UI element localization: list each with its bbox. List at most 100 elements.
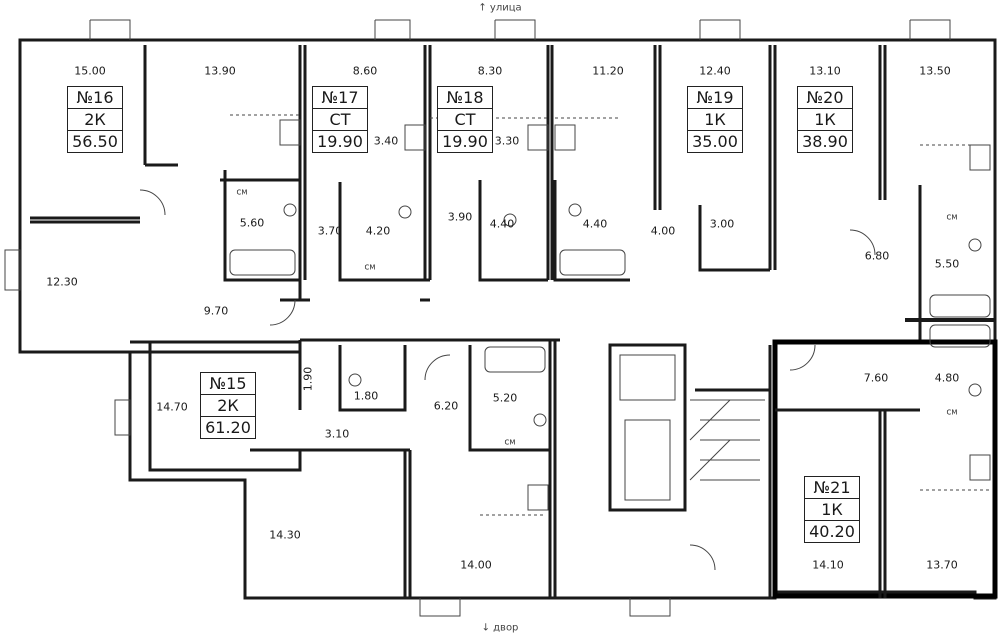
apartment-area: 56.50 [72, 132, 118, 151]
stove [969, 454, 991, 481]
room-area-label: 12.30 [46, 275, 78, 289]
apartment-area: 35.00 [692, 132, 738, 151]
walls [18, 38, 998, 600]
room-area-label: 3.90 [447, 210, 473, 224]
room-area-label: 11.20 [592, 64, 624, 78]
room-area-label: 3.00 [709, 217, 735, 231]
washing-machine-label: СМ [236, 188, 248, 197]
room-area-label: 3.40 [373, 134, 399, 148]
room-area-label: 6.20 [433, 399, 459, 413]
stove [527, 484, 549, 511]
door-swings [139, 189, 876, 571]
room-area-label: 14.10 [812, 558, 844, 572]
room-area-label: 5.50 [934, 257, 960, 271]
street-direction-label: ↑ улица [478, 2, 522, 14]
yard-direction-label: ↓ двор [481, 622, 519, 634]
apartment-area: 19.90 [442, 132, 488, 151]
apartment-type: 1К [805, 499, 859, 521]
lower-room-walls [250, 448, 412, 598]
bath-walls [223, 170, 922, 340]
kitchen-zones [230, 114, 990, 516]
toilet [283, 203, 297, 217]
room-area-label: 13.50 [919, 64, 951, 78]
stove [527, 124, 549, 151]
apartment-area: 38.90 [802, 132, 848, 151]
fixtures [4, 19, 991, 617]
room-area-label: 8.60 [352, 64, 378, 78]
room-area-label: 13.70 [926, 558, 958, 572]
apartment-type: 1К [798, 109, 852, 131]
bathtub [929, 294, 991, 318]
room-area-label: 5.60 [239, 216, 265, 230]
toilet [968, 383, 982, 397]
core-walls [608, 343, 920, 598]
apt16-divider [30, 216, 140, 224]
stove [969, 144, 991, 171]
room-area-label: 6.80 [864, 249, 890, 263]
lower-apt-walls [148, 340, 550, 472]
apartment-number: №20 [798, 87, 852, 109]
stair-divider [548, 340, 557, 598]
elevator-shaft [624, 419, 671, 501]
stove [279, 119, 301, 146]
room-area-label: 8.30 [477, 64, 503, 78]
bathtub [484, 346, 546, 373]
room-area-label: 4.40 [489, 217, 515, 231]
apartment-area: 40.20 [809, 522, 855, 541]
room-area-label: 14.70 [156, 400, 188, 414]
room-area-label: 3.30 [494, 134, 520, 148]
apartment-tag-17: №17 СТ 19.90 [312, 86, 368, 153]
washing-machine-label: СМ [504, 438, 516, 447]
toilet [398, 205, 412, 219]
apartment-type: СТ [438, 109, 492, 131]
bathtub [229, 249, 296, 276]
room-area-label: 13.90 [204, 64, 236, 78]
room-area-label: 14.30 [269, 528, 301, 542]
room-area-label: 12.40 [699, 64, 731, 78]
apartment-tag-15: №15 2К 61.20 [200, 372, 256, 439]
apartment-tag-20: №20 1К 38.90 [797, 86, 853, 153]
apartment-type: 2К [68, 109, 122, 131]
stove [554, 124, 576, 151]
apartment-area: 19.90 [317, 132, 363, 151]
room-area-label: 9.70 [203, 304, 229, 318]
corridor-south-wall [130, 338, 560, 344]
apartment-number: №17 [313, 87, 367, 109]
room-area-label: 3.70 [317, 224, 343, 238]
room-area-label: 14.00 [460, 558, 492, 572]
bathtub [559, 249, 626, 276]
toilet [968, 238, 982, 252]
upper-partitions [143, 45, 887, 300]
apartment-type: 1К [688, 109, 742, 131]
apartment-tag-21: №21 1К 40.20 [804, 476, 860, 543]
apartment-type: СТ [313, 109, 367, 131]
toilet [348, 373, 362, 387]
apartment-tag-18: №18 СТ 19.90 [437, 86, 493, 153]
room-area-label: 4.80 [934, 371, 960, 385]
room-area-label: 5.20 [492, 391, 518, 405]
bathtub [929, 324, 991, 348]
apt16-hall-wall [145, 163, 300, 182]
room-area-label: 15.00 [74, 64, 106, 78]
stove [404, 124, 426, 151]
room-area-label: 13.10 [809, 64, 841, 78]
room-area-label: 4.20 [365, 224, 391, 238]
apartment-area: 61.20 [205, 418, 251, 437]
apartment-number: №21 [805, 477, 859, 499]
elevator-shaft [619, 354, 676, 401]
room-area-label: 7.60 [863, 371, 889, 385]
stair-steps [689, 399, 765, 481]
room-area-label: 1.90 [301, 366, 315, 392]
apartment-type: 2К [201, 395, 255, 417]
apartment-tag-16: №16 2К 56.50 [67, 86, 123, 153]
apartment-number: №16 [68, 87, 122, 109]
windows [4, 19, 951, 617]
apartment-tag-19: №19 1К 35.00 [687, 86, 743, 153]
toilet [533, 413, 547, 427]
washing-machine-label: СМ [946, 408, 958, 417]
apt21-highlight [772, 339, 998, 599]
room-area-label: 3.10 [324, 427, 350, 441]
toilet [503, 213, 517, 227]
room-area-label: 1.80 [353, 389, 379, 403]
